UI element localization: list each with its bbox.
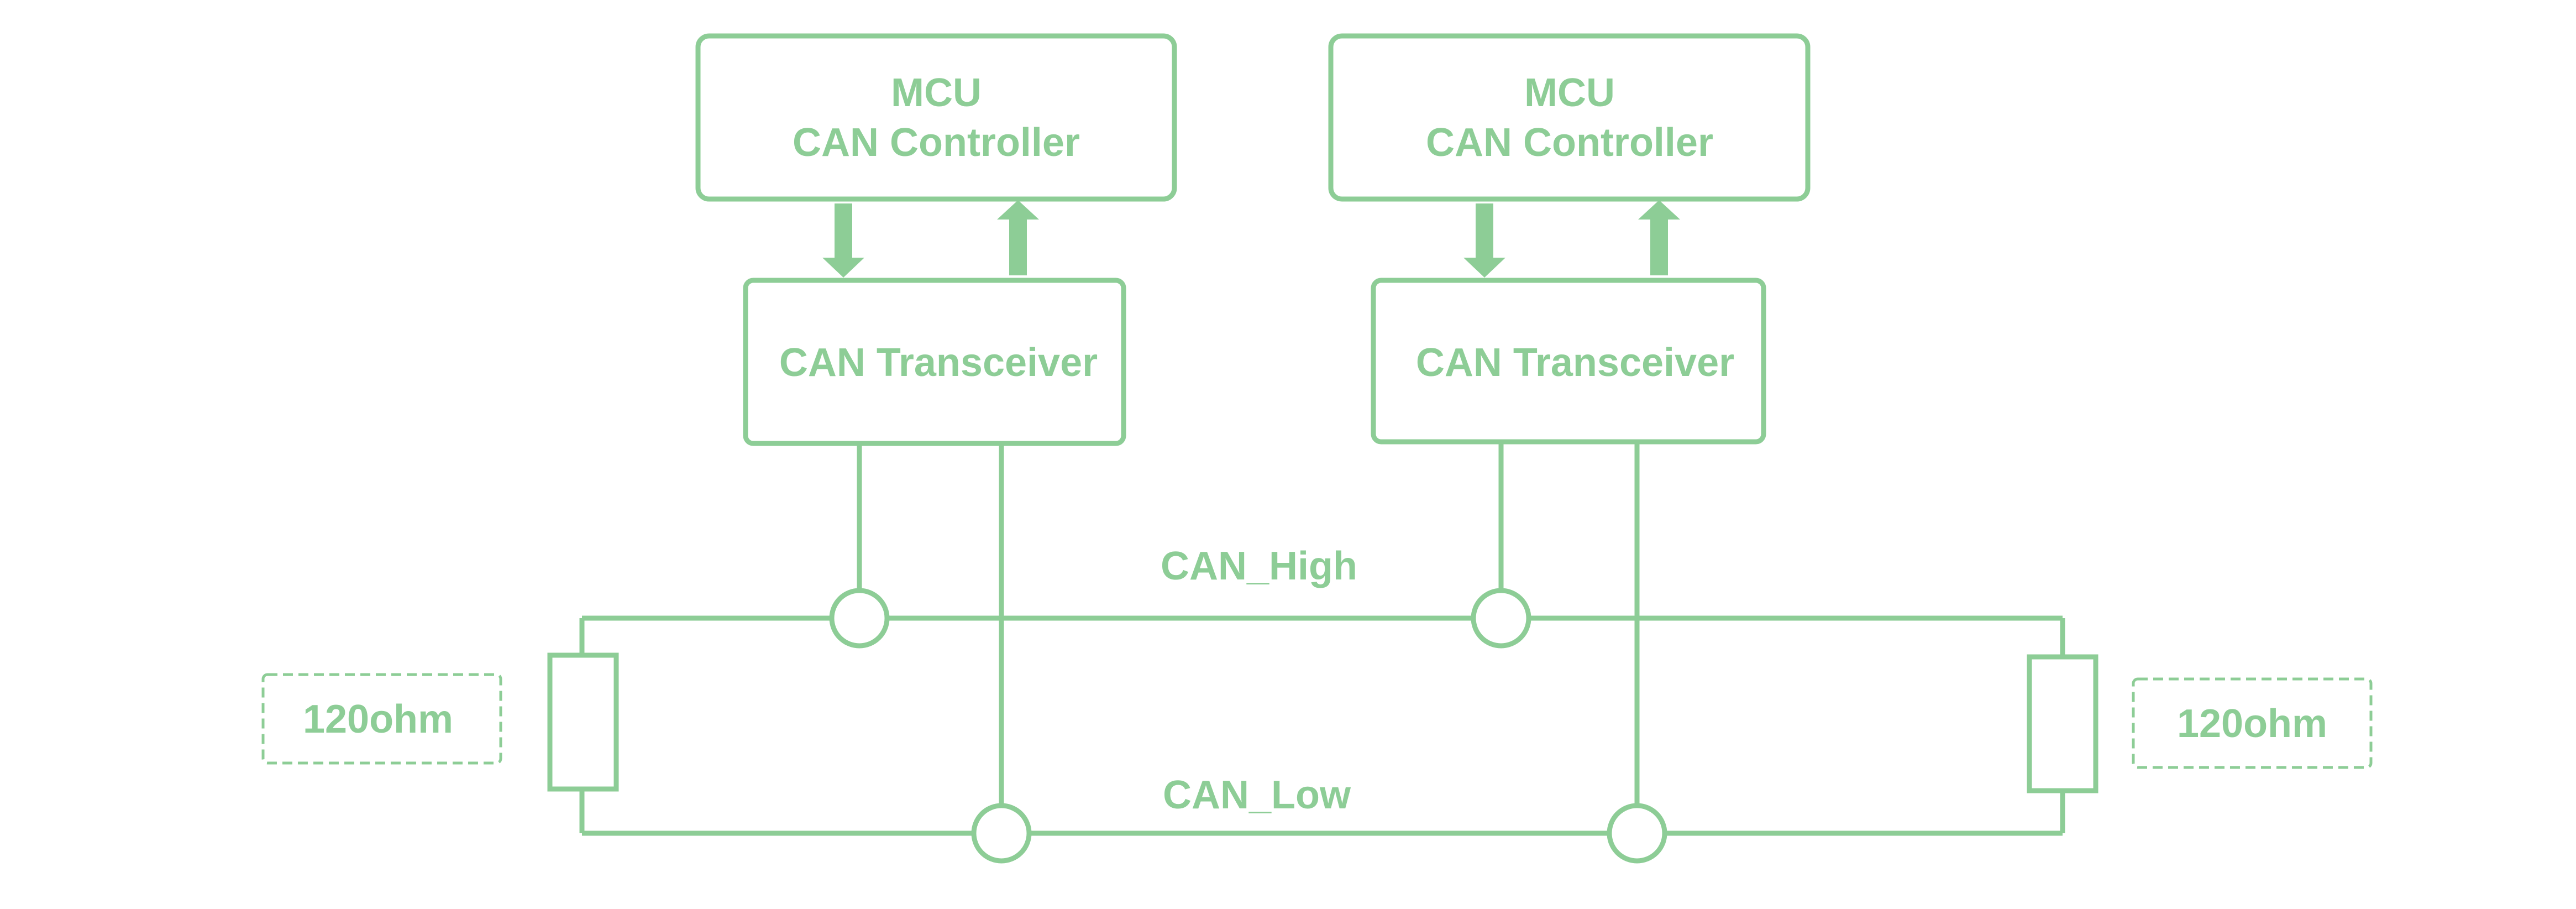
node-2-controller-line2: CAN Controller <box>1426 121 1713 165</box>
can-low-label: CAN_Low <box>1163 773 1351 817</box>
node-2-rx-arrow <box>1638 200 1680 275</box>
node-2-high-junction <box>1471 588 1531 649</box>
node-1-tx-arrow <box>822 203 864 278</box>
node-1-controller-line1: MCU <box>891 71 982 115</box>
node-1-rx-arrow <box>997 200 1039 275</box>
node-1-controller-box <box>695 33 1177 202</box>
left-terminator-label: 120ohm <box>303 697 453 741</box>
right-resistor <box>2027 654 2098 793</box>
node-2-controller-line1: MCU <box>1524 71 1615 115</box>
node-1-low-junction <box>971 803 1032 864</box>
node-2-transceiver-label: CAN Transceiver <box>1416 341 1734 385</box>
node-2-low-junction <box>1607 803 1667 864</box>
right-terminator-callout: 120ohm <box>2132 677 2373 769</box>
node-1-high-junction <box>829 588 890 649</box>
node-1-transceiver-label: CAN Transceiver <box>779 341 1098 385</box>
left-terminator-callout: 120ohm <box>261 673 502 765</box>
right-terminator-label: 120ohm <box>2177 702 2327 746</box>
node-2-tx-arrow <box>1463 203 1505 278</box>
left-resistor <box>547 652 619 792</box>
node-1-controller-line2: CAN Controller <box>793 121 1080 165</box>
can-high-label: CAN_High <box>1161 544 1357 588</box>
node-1: MCU CAN Controller CAN Transceiver <box>695 33 1177 806</box>
node-2: MCU CAN Controller CAN Transceiver <box>1328 33 1811 806</box>
right-terminator <box>2027 618 2098 833</box>
node-2-controller-box <box>1328 33 1811 202</box>
left-terminator <box>547 618 619 833</box>
node-1-transceiver-box <box>743 278 1126 446</box>
node-2-transceiver-box <box>1371 278 1766 445</box>
